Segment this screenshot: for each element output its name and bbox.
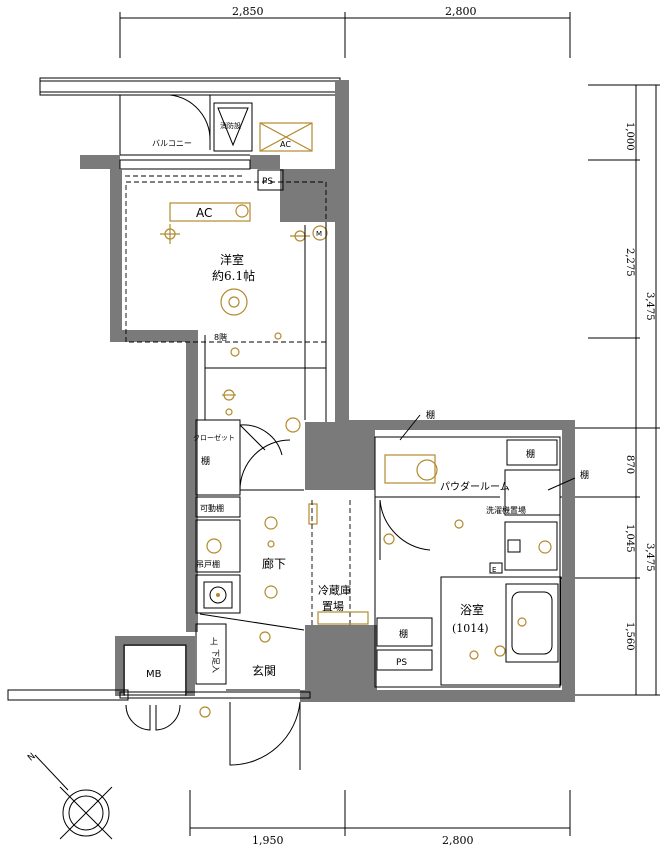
western-room: AC M 洋室 約6.1帖 8階 [125, 181, 328, 433]
walls [7, 80, 575, 702]
stamp-label: E [492, 566, 496, 574]
svg-text:870: 870 [624, 455, 635, 474]
fridge-label: 冷蔵庫 [318, 583, 351, 597]
ps-top: PS [257, 169, 284, 191]
powder-room: 棚 パウダールーム 棚 洗濯機置場 棚 E 棚 PS [374, 409, 589, 688]
north-label: N [26, 752, 38, 764]
svg-text:3,475: 3,475 [644, 292, 655, 321]
washer-label: 洗濯機置場 [486, 505, 526, 515]
closet-shelf-label: 棚 [201, 455, 210, 467]
mb-closet: MB [123, 644, 187, 731]
balcony: バルコニー 消防設 AC [39, 77, 341, 156]
closet-area: クローゼット 棚 可動棚 吊戸棚 [193, 419, 305, 631]
ps-top-label: PS [262, 177, 273, 187]
svg-text:3,475: 3,475 [644, 543, 655, 572]
svg-text:1,560: 1,560 [624, 622, 635, 651]
shelf-top-label: 棚 [426, 409, 435, 421]
compass: N [26, 752, 113, 840]
shelf-ps-label: 棚 [399, 628, 408, 640]
ac-label: AC [196, 206, 212, 220]
dim-bottom-1: 1,950 [252, 834, 284, 847]
shoe-box-label: 下足入 [211, 649, 220, 673]
upper-label: 上 [210, 637, 218, 646]
dim-right-outer-2: 3,475 [644, 543, 655, 572]
svg-text:1,045: 1,045 [624, 524, 635, 553]
dim-right-2: 2,275 [624, 248, 635, 277]
meter-icon [312, 225, 328, 241]
powder-room-label: パウダールーム [440, 480, 510, 493]
dim-right-4: 1,045 [624, 524, 635, 553]
dim-right-3: 870 [624, 455, 635, 474]
hallway: 廊下 冷蔵庫 置場 [259, 500, 369, 643]
meter-label: M [316, 230, 322, 238]
entrance: 下足入 上 玄関 [195, 623, 301, 770]
eight-steps-label: 8階 [214, 332, 227, 342]
closet-label: クローゼット [193, 433, 235, 442]
ac-indoor-unit [169, 202, 251, 222]
entrance-label: 玄関 [252, 663, 276, 678]
fire-hose-label: 消防設 [220, 121, 241, 130]
kitchen-cabinet-label: 吊戸棚 [196, 559, 220, 569]
dimension-lines: 2,850 2,800 1,950 2,800 1,000 2,275 870 … [119, 5, 660, 847]
bathroom-label: 浴室 [460, 602, 484, 617]
dim-top-1: 2,850 [232, 5, 264, 18]
ac-outdoor-label: AC [280, 140, 291, 149]
western-room-label: 洋室 [220, 252, 244, 267]
ac-outdoor-unit [259, 122, 313, 152]
movable-shelf-label: 可動棚 [200, 503, 224, 513]
hallway-label: 廊下 [262, 556, 286, 571]
dim-right-5: 1,560 [624, 622, 635, 651]
svg-text:1,000: 1,000 [624, 122, 635, 151]
bathroom-size: (1014) [452, 622, 489, 635]
bathroom: 浴室 (1014) [440, 576, 562, 686]
dim-top-2: 2,800 [445, 5, 477, 18]
shelf-bath-top-label: 棚 [526, 448, 535, 460]
western-room-size: 約6.1帖 [212, 268, 255, 283]
dim-right-1: 1,000 [624, 122, 635, 151]
dim-bottom-2: 2,800 [442, 834, 474, 847]
balcony-label: バルコニー [152, 139, 192, 148]
dim-right-outer-1: 3,475 [644, 292, 655, 321]
ps-bottom-label: PS [396, 658, 407, 668]
fridge-label-2: 置場 [322, 600, 344, 613]
mb-label: MB [146, 669, 162, 680]
ceiling-light-icon [220, 288, 248, 316]
shelf-right-label: 棚 [580, 469, 589, 481]
svg-text:2,275: 2,275 [624, 248, 635, 277]
